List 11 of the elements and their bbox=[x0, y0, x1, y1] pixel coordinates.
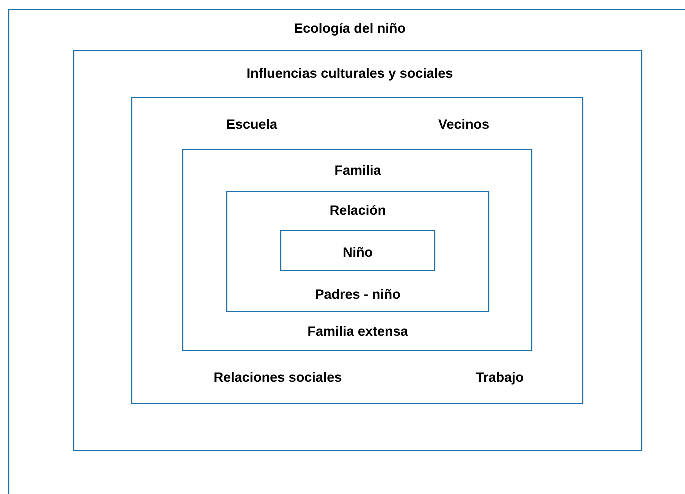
box-label: Familia extensa bbox=[308, 326, 408, 336]
box-label: Padres - niño bbox=[316, 289, 400, 300]
box-label: Relación bbox=[330, 205, 386, 216]
box-label: Influencias culturales y sociales bbox=[248, 68, 453, 81]
box-label: Familia bbox=[336, 165, 382, 176]
box-label: Ecología del niño bbox=[295, 23, 406, 36]
box-label: Niño bbox=[344, 247, 372, 258]
box-label: Vecinos bbox=[438, 119, 489, 130]
box-label: Escuela bbox=[227, 119, 278, 130]
box-label: Relaciones sociales bbox=[214, 372, 342, 382]
box-label: Trabajo bbox=[476, 372, 524, 385]
